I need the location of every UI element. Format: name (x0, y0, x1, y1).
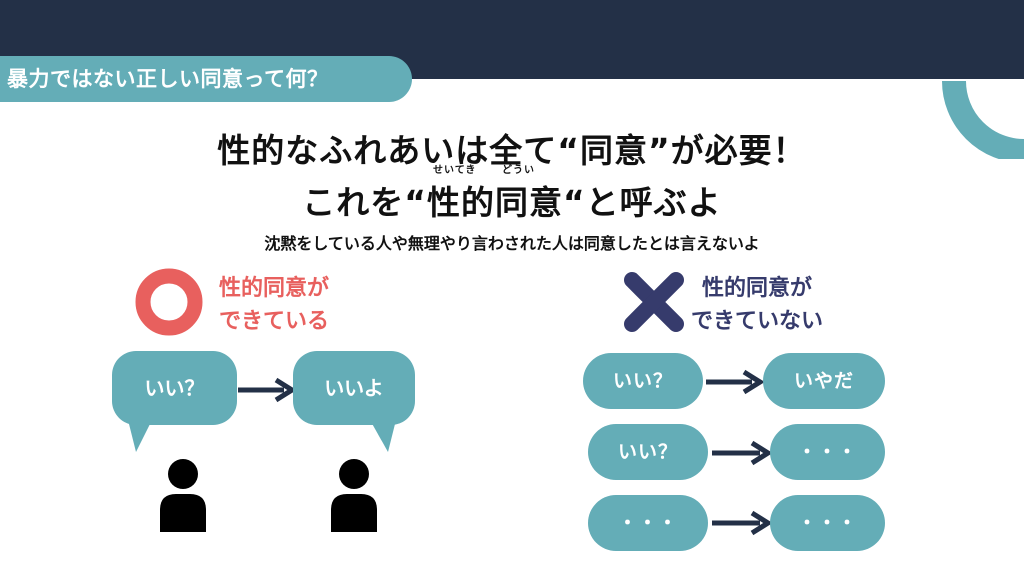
bubble-tail-right (370, 420, 396, 452)
corner-arc-decoration (942, 80, 1024, 159)
ok-label-line2: できている (219, 309, 330, 334)
ng-row1-right: いやだ (763, 353, 885, 409)
ng-row3-right: ・・・ (770, 495, 885, 551)
ng-label: 性的同意が できていない (691, 272, 823, 338)
ng-row1-left: いい？ (583, 353, 703, 409)
ok-label: 性的同意が できている (219, 272, 329, 338)
ok-arrow-head (274, 377, 297, 403)
ng-label-line1: 性的同意が (702, 276, 813, 301)
subtitle: 沈黙をしている人や無理やり言わされた人は同意したとは言えないよ (264, 234, 760, 253)
cross-icon (624, 272, 684, 332)
ng-row2-right: ・・・ (770, 424, 885, 480)
ng-arrow-3 (712, 510, 773, 536)
ruby-doui: どうい (502, 165, 535, 176)
ng-label-line2: できていない (691, 309, 824, 334)
ng-arrow-1 (706, 369, 765, 395)
ok-label-line1: 性的同意が (219, 276, 330, 301)
person-icon-right (331, 459, 377, 532)
ng-arrow-2 (712, 440, 773, 466)
person-icon-left (160, 459, 206, 532)
ruby-seiteki: せいてき (433, 165, 477, 176)
ng-row3-left: ・・・ (588, 495, 708, 551)
headline-line2: これを“性的同意“と呼ぶよ (302, 183, 722, 222)
section-title: 暴力ではない正しい同意って何？ (0, 56, 412, 102)
question-bubble: いい？ (112, 351, 237, 425)
bubble-tail-left (128, 420, 152, 452)
ng-row2-left: いい？ (588, 424, 708, 480)
answer-bubble: いいよ (293, 351, 415, 425)
circle-icon (135, 268, 203, 336)
headline-line1: 性的なふれあいは全て“同意”が必要！ (217, 131, 807, 170)
